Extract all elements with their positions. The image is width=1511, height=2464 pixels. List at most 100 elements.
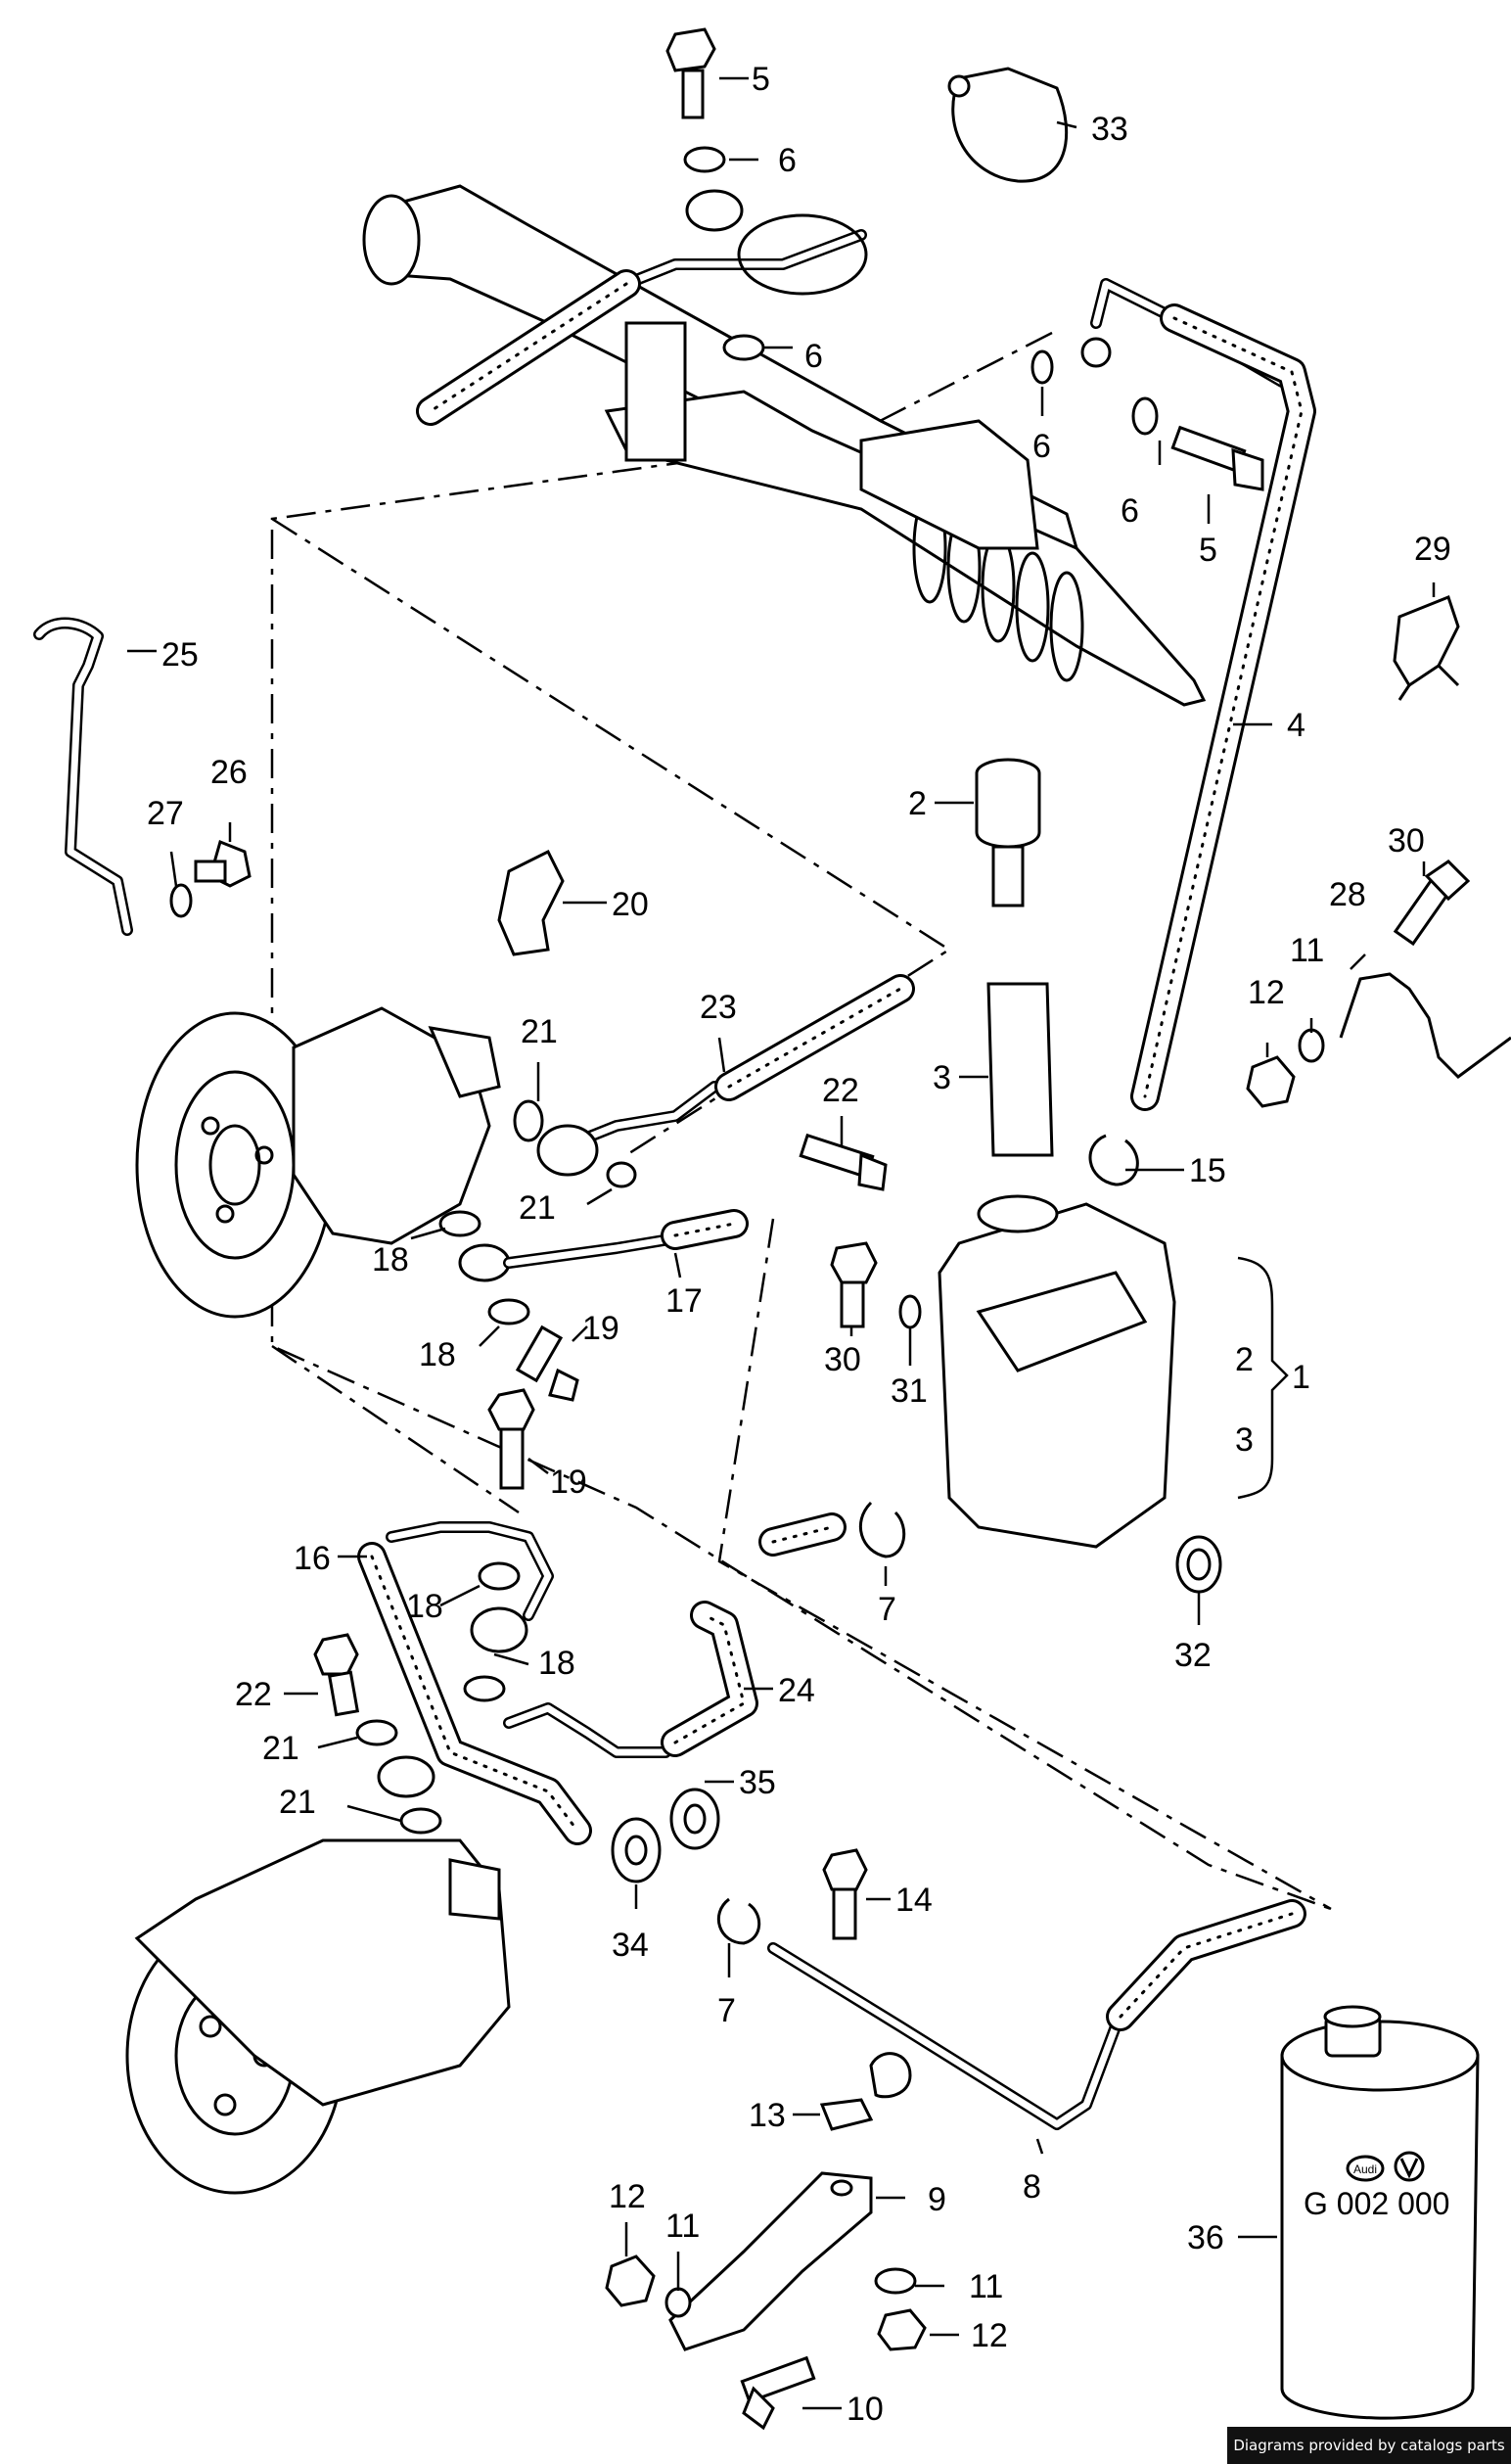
callout-30: 30 <box>1388 822 1425 860</box>
callout-8: 8 <box>1023 2168 1041 2206</box>
clamp-7 <box>716 1897 761 1945</box>
assembly-line <box>271 1344 520 1514</box>
washer-31 <box>898 1294 922 1329</box>
bolt-22-upper <box>799 1133 888 1191</box>
assembly-line <box>717 1218 1332 1911</box>
callout-11: 11 <box>665 2208 700 2245</box>
washer-6 <box>722 334 765 361</box>
washer-6 <box>1030 349 1054 385</box>
grommet-32 <box>1175 1535 1222 1594</box>
callout-15: 15 <box>1189 1152 1226 1189</box>
callout-19: 19 <box>582 1310 619 1347</box>
callout-33: 33 <box>1091 111 1128 148</box>
callout-35: 35 <box>739 1764 776 1801</box>
callout-5: 5 <box>1199 532 1217 569</box>
banjo-18 <box>470 1606 528 1653</box>
washer-6 <box>683 146 726 173</box>
line-24 <box>503 1601 758 1758</box>
callout-34: 34 <box>612 1927 649 1964</box>
washer-21 <box>513 1099 544 1142</box>
callout-6: 6 <box>778 142 797 179</box>
bracket-9 <box>668 2171 873 2351</box>
bolt-26 <box>194 839 252 888</box>
callout-2: 2 <box>908 785 927 822</box>
washer-21 <box>399 1807 442 1835</box>
banjo-fitting <box>685 189 744 232</box>
callout-22: 22 <box>235 1676 272 1713</box>
callout-2: 2 <box>1235 1341 1254 1378</box>
callout-21: 21 <box>519 1189 556 1227</box>
callout-20: 20 <box>612 886 649 923</box>
callout-27: 27 <box>147 795 184 832</box>
callout-19: 19 <box>550 1464 587 1501</box>
steering-rack <box>362 184 1207 707</box>
callout-30: 30 <box>824 1341 861 1378</box>
washer-27 <box>169 883 193 918</box>
callout-18: 18 <box>372 1241 409 1278</box>
callout-14: 14 <box>895 1882 933 1919</box>
callout-3: 3 <box>1235 1421 1254 1459</box>
callout-9: 9 <box>928 2181 946 2218</box>
bolt-30-right <box>1393 860 1471 947</box>
callout-26: 26 <box>210 754 248 791</box>
leader-lines <box>127 76 1436 2410</box>
callout-18: 18 <box>419 1336 456 1373</box>
clip-13 <box>819 2052 912 2131</box>
filter-insert-3 <box>986 982 1054 1157</box>
washer-6 <box>1131 396 1159 436</box>
callout-11: 11 <box>1290 932 1324 969</box>
callout-22: 22 <box>822 1072 859 1109</box>
washer-11-left <box>664 2287 692 2318</box>
reservoir-cap-2 <box>975 758 1041 907</box>
callout-6: 6 <box>804 338 823 375</box>
footer-credit: Diagrams provided by catalogs parts <box>1227 2427 1511 2464</box>
callout-7: 7 <box>717 1992 736 2029</box>
washer-11-right <box>874 2267 917 2295</box>
callout-12: 12 <box>609 2178 646 2215</box>
nut-12 <box>1246 1055 1296 1108</box>
bracket-1 <box>1237 1256 1289 1500</box>
callout-3: 3 <box>933 1059 951 1096</box>
grommet-35 <box>669 1788 720 1850</box>
callout-29: 29 <box>1414 531 1451 568</box>
bolt-10 <box>740 2355 816 2431</box>
can-label: G 002 000 <box>1304 2186 1449 2221</box>
callout-13: 13 <box>749 2097 786 2134</box>
washer-18 <box>463 1675 506 1702</box>
clip-15 <box>1088 1134 1139 1186</box>
callout-5: 5 <box>752 61 770 98</box>
washer-18 <box>487 1298 530 1325</box>
nut-12-right <box>877 2308 927 2351</box>
clip-20 <box>497 849 565 956</box>
hose-connector <box>758 1512 847 1557</box>
grommet-34 <box>611 1817 662 1883</box>
callout-31: 31 <box>891 1372 928 1410</box>
washer-18 <box>478 1561 521 1591</box>
callout-25: 25 <box>161 636 199 674</box>
callout-10: 10 <box>847 2391 884 2428</box>
callout-21: 21 <box>279 1784 316 1821</box>
washer-21 <box>606 1161 637 1188</box>
callout-12: 12 <box>1248 974 1285 1011</box>
callout-21: 21 <box>262 1730 299 1767</box>
washer-21 <box>355 1719 398 1746</box>
callout-21: 21 <box>521 1013 558 1050</box>
callout-12: 12 <box>971 2317 1008 2354</box>
callout-18: 18 <box>406 1588 443 1625</box>
can-logo: Audi <box>1353 2162 1377 2176</box>
hose <box>416 269 641 426</box>
pump-upper <box>135 1006 501 1319</box>
bolt-5-top <box>665 27 716 119</box>
line-16 <box>357 1521 592 1845</box>
callout-6: 6 <box>1032 428 1051 465</box>
bracket-28 <box>1339 972 1511 1079</box>
bolt-19-lower <box>487 1388 535 1490</box>
banjo-21 <box>377 1755 435 1798</box>
bolt-14 <box>822 1848 868 1940</box>
callout-1: 1 <box>1292 1359 1310 1396</box>
callout-18: 18 <box>538 1645 575 1682</box>
nut-12-left <box>605 2255 656 2307</box>
line-17 <box>458 1209 749 1282</box>
callout-28: 28 <box>1329 876 1366 913</box>
